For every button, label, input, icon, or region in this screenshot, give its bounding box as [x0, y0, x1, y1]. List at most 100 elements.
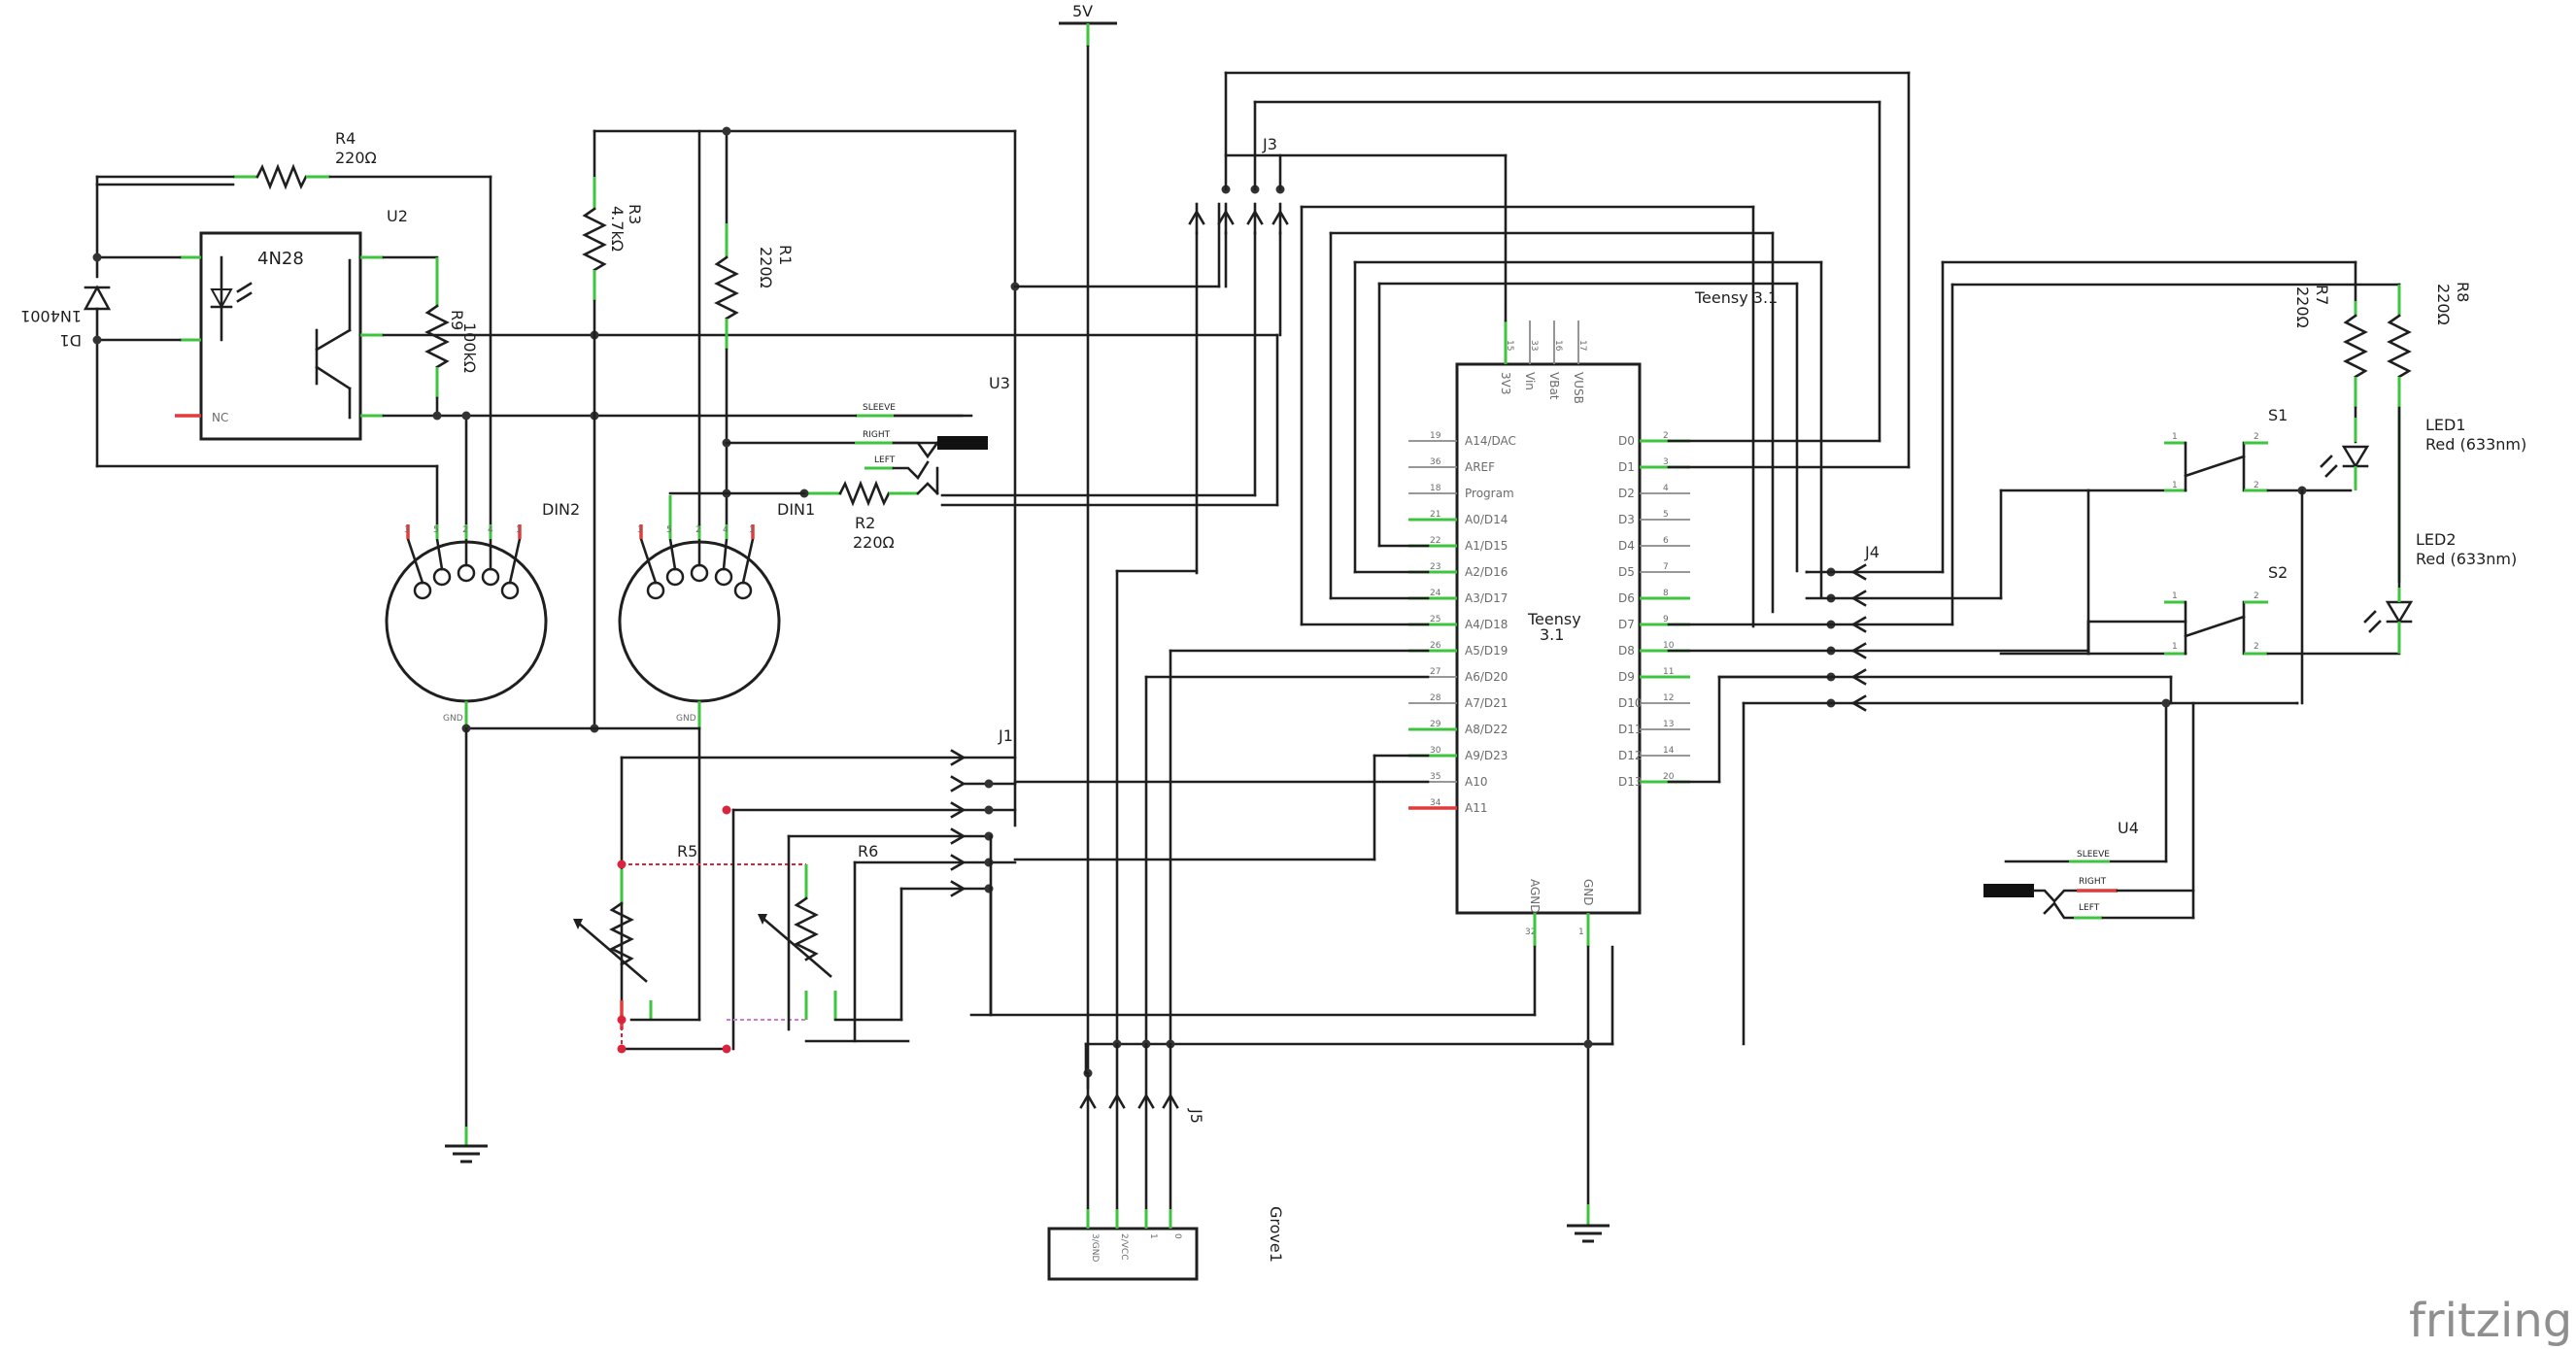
resistor-r2: R2 220Ω — [722, 333, 1279, 552]
u2-part-label: 4N28 — [257, 249, 304, 269]
teensy-right-pin-number: 8 — [1663, 589, 1669, 598]
din2-ref-label: DIN2 — [542, 500, 580, 519]
svg-text:1: 1 — [516, 525, 522, 535]
teensy-left-pin-number: 24 — [1430, 589, 1441, 598]
teensy-right-pin-label: D12 — [1618, 749, 1643, 762]
svg-text:3: 3 — [637, 525, 643, 535]
svg-text:2: 2 — [2254, 432, 2259, 442]
rail-u3 — [1010, 129, 1221, 827]
svg-text:2: 2 — [695, 525, 701, 535]
teensy-left-pin-label: A4/D18 — [1465, 618, 1508, 631]
svg-text:1: 1 — [2172, 432, 2178, 442]
svg-text:1: 1 — [749, 525, 755, 535]
svg-text:1: 1 — [2172, 591, 2178, 601]
teensy-left-pin-number: 36 — [1430, 457, 1441, 467]
teensy-left-pin-number: 28 — [1430, 693, 1441, 703]
connector-j3: J3 — [940, 71, 1911, 575]
grove-ref-label: Grove1 — [1267, 1206, 1285, 1263]
teensy-right-pin-number: 9 — [1663, 615, 1669, 624]
r8-value-label: 220Ω — [2434, 284, 2453, 325]
teensy-right-pin-label: D9 — [1618, 670, 1635, 684]
teensy-left-pin-label: A6/D20 — [1465, 670, 1508, 684]
supply-5v: 5V — [1059, 2, 1117, 1090]
teensy-right-pin-label: D7 — [1618, 618, 1635, 631]
teensy-left-pin-label: A11 — [1465, 801, 1487, 815]
r4-value-label: 220Ω — [335, 149, 377, 167]
teensy-name-1: Teensy — [1527, 610, 1581, 628]
teensy-right-pin-label: D4 — [1618, 539, 1635, 553]
grove-connector: 3/GND 2/VCC 1 0 Grove1 — [1047, 1206, 1285, 1281]
u4-sleeve-label: SLEEVE — [2077, 850, 2110, 860]
teensy-left-pin-number: 30 — [1430, 746, 1441, 756]
svg-text:2: 2 — [2254, 591, 2259, 601]
svg-text:4: 4 — [488, 525, 493, 535]
teensy-right-pin-label: D10 — [1618, 696, 1643, 710]
u4-right-label: RIGHT — [2079, 877, 2107, 887]
teensy-name-2: 3.1 — [1540, 625, 1564, 644]
u3-sleeve-label: SLEEVE — [863, 403, 896, 413]
r3-ref-label: R3 — [626, 204, 644, 224]
svg-text:3: 3 — [404, 525, 410, 535]
teensy-right-pin-label: D1 — [1618, 460, 1635, 474]
u2-wiring — [92, 175, 1279, 526]
connector-j4: J4 — [1667, 260, 2401, 1046]
resistor-r7: R7 220Ω — [2293, 260, 2368, 444]
resistor-r1: R1 220Ω — [714, 126, 795, 526]
teensy-right-pin-label: D0 — [1618, 434, 1635, 448]
teensy-right-pin-label: D5 — [1618, 565, 1635, 579]
fritzing-watermark: fritzing — [2409, 1294, 2572, 1348]
resistor-r9: R9 100kΩ — [382, 255, 479, 418]
led1-color-label: Red (633nm) — [2425, 435, 2526, 454]
teensy-right-pin-label: D11 — [1618, 723, 1643, 736]
switch-s1: S1 1 2 1 2 — [2086, 406, 2353, 653]
din1-ref-label: DIN1 — [777, 500, 815, 519]
u3-left-label: LEFT — [874, 455, 896, 465]
teensy-left-pin-number: 29 — [1430, 720, 1441, 729]
svg-text:4: 4 — [723, 525, 729, 535]
teensy-left-pin-label: A10 — [1465, 775, 1487, 789]
teensy-right-pin-number: 11 — [1663, 667, 1674, 677]
r9-value-label: 100kΩ — [460, 322, 479, 373]
grove-pin-1: 2/VCC — [1119, 1233, 1129, 1260]
teensy-left-pin-number: 27 — [1430, 667, 1441, 677]
teensy-left-pin-label: A3/D17 — [1465, 591, 1508, 605]
audio-jack-u4: U4 SLEEVE RIGHT LEFT — [1983, 698, 2195, 920]
teensy-left-pin-label: AREF — [1465, 460, 1495, 474]
teensy-top-pin-number: 15 — [1505, 340, 1514, 351]
teensy-top-pin-label: 3V3 — [1499, 372, 1512, 394]
r7-ref-label: R7 — [2313, 285, 2331, 305]
d1-ref-label: D1 — [60, 331, 83, 350]
audio-jack-u3: SLEEVE RIGHT LEFT U3 — [725, 374, 1010, 481]
resistor-r8: R8 220Ω — [2387, 282, 2472, 590]
teensy-left-pin-label: Program — [1465, 487, 1514, 500]
teensy-left-wiring — [1013, 205, 1823, 1046]
grove-pin-3: 0 — [1172, 1233, 1182, 1239]
teensy-right-pin-number: 14 — [1663, 746, 1675, 756]
r6-ref-label: R6 — [858, 842, 878, 860]
svg-text:2: 2 — [462, 525, 468, 535]
r2-ref-label: R2 — [855, 514, 875, 532]
s1-ref-label: S1 — [2268, 406, 2288, 424]
teensy-left-pin-label: A0/D14 — [1465, 513, 1508, 526]
r1-ref-label: R1 — [776, 245, 795, 265]
teensy-right-pin-number: 6 — [1663, 536, 1669, 546]
led-led1: LED1 Red (633nm) — [2320, 416, 2526, 490]
optocoupler-u2: 4N28 U2 NC — [175, 207, 408, 441]
diode-d1: D1 1N4001 — [20, 183, 112, 468]
teensy-bottom-pin-number: 1 — [1578, 927, 1584, 937]
u4-left-label: LEFT — [2079, 903, 2100, 913]
teensy-top-pin-number: 33 — [1529, 340, 1539, 351]
teensy-right-pin-number: 7 — [1663, 562, 1669, 572]
teensy-left-pin-number: 23 — [1430, 562, 1441, 572]
d1-part-label: 1N4001 — [20, 307, 82, 325]
u2-nc-label: NC — [212, 411, 228, 424]
u3-right-label: RIGHT — [863, 430, 891, 440]
grove-pin-2: 1 — [1148, 1233, 1158, 1239]
svg-text:2: 2 — [2254, 642, 2259, 652]
r5-ref-label: R5 — [677, 842, 697, 860]
teensy-right-pin-number: 5 — [1663, 510, 1669, 520]
led-led2: LED2 Red (633nm) — [2363, 530, 2517, 654]
